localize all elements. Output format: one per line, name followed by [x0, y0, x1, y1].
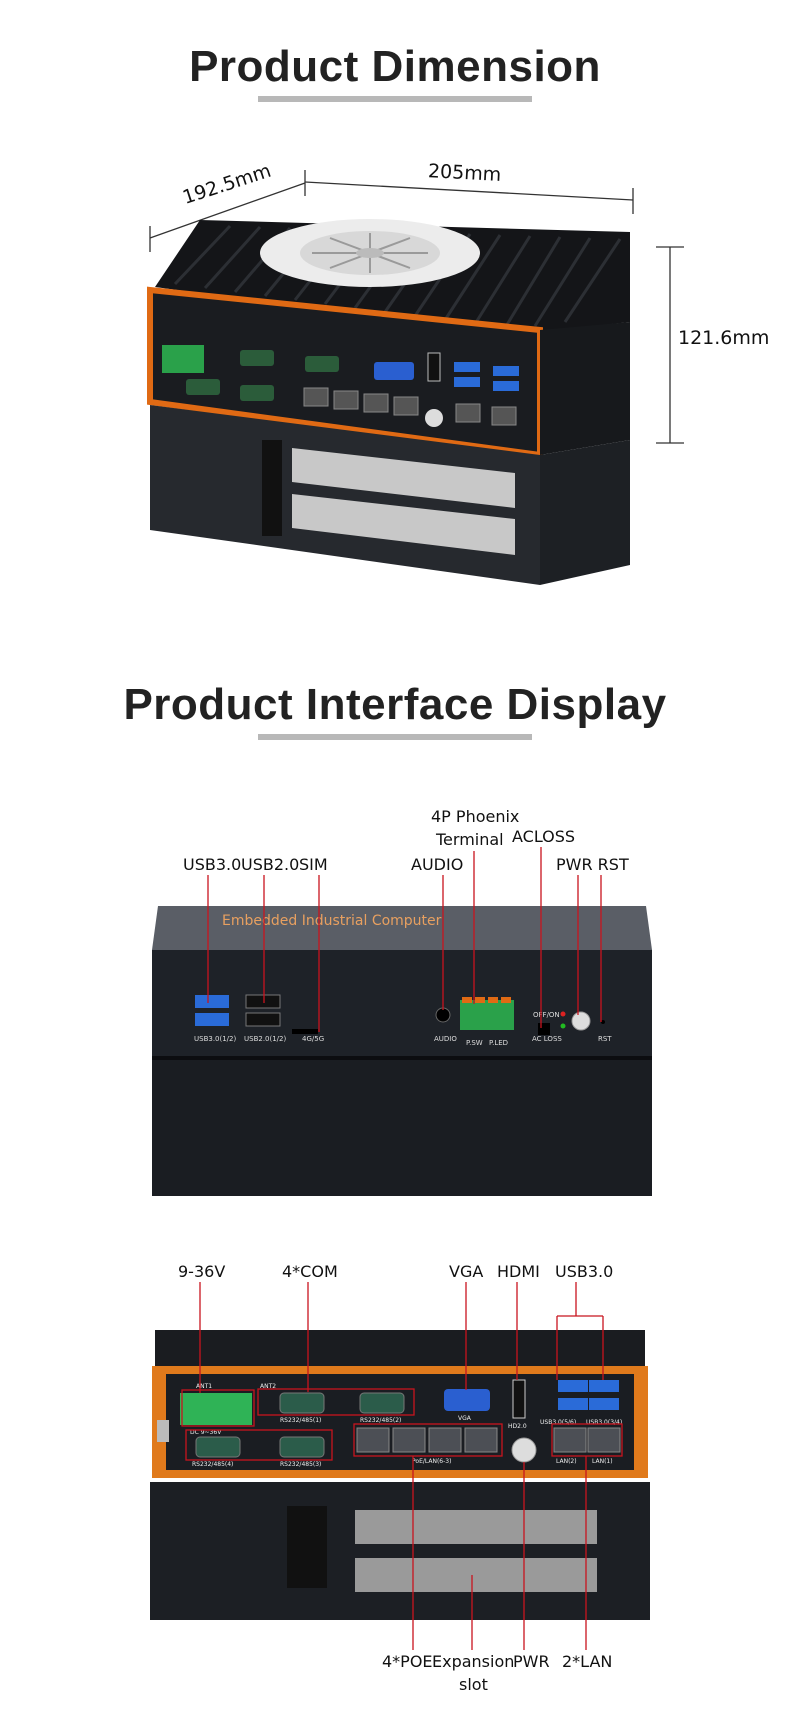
- product-interface-title: Product Interface Display: [123, 680, 667, 729]
- rear-lan2-text: LAN(2): [556, 1458, 577, 1465]
- front-usb20-port-text: USB2.0(1/2): [244, 1035, 286, 1043]
- label-pwr: PWR: [513, 1652, 550, 1671]
- rear-com4-text: RS232/485(4): [192, 1461, 233, 1468]
- title-underline: [258, 96, 532, 102]
- rear-com2-text: RS232/485(2): [360, 1417, 401, 1424]
- front-usb30-port-text: USB3.0(1/2): [194, 1035, 236, 1043]
- label-hdmi: HDMI: [497, 1262, 540, 1281]
- label-usb20: USB2.0: [241, 855, 300, 874]
- title-underline-2: [258, 734, 532, 740]
- dimension-illustration: [147, 170, 684, 585]
- label-com: 4*COM: [282, 1262, 338, 1281]
- front-offon-text: OFF/ON: [533, 1011, 560, 1019]
- rear-poe-text: PoE/LAN(6-3): [412, 1458, 451, 1465]
- front-rst-text: RST: [598, 1035, 612, 1043]
- label-phoenix: 4P Phoenix: [431, 807, 520, 826]
- label-usb30-front: USB3.0: [183, 855, 242, 874]
- front-psw-text: P.SW: [466, 1039, 483, 1047]
- label-acloss: ACLOSS: [512, 827, 576, 846]
- front-pled-text: P.LED: [489, 1039, 508, 1047]
- label-expansion: Expansion: [432, 1652, 515, 1671]
- rear-com3-text: RS232/485(3): [280, 1461, 321, 1468]
- label-sim: SIM: [299, 855, 328, 874]
- front-sim-port-text: 4G/5G: [302, 1035, 324, 1043]
- rear-ant2-text: ANT2: [260, 1383, 276, 1390]
- label-lan: 2*LAN: [562, 1652, 613, 1671]
- label-terminal: Terminal: [436, 830, 504, 849]
- rear-hdmi-text: HD2.0: [508, 1423, 527, 1430]
- label-vga: VGA: [449, 1262, 484, 1281]
- front-brand-text: Embedded Industrial Computer: [222, 913, 442, 929]
- label-audio: AUDIO: [411, 855, 464, 874]
- rear-lan1-text: LAN(1): [592, 1458, 613, 1465]
- rear-usb34-text: USB3.0(3/4): [586, 1419, 622, 1426]
- label-pwr-rst: PWR RST: [556, 855, 629, 874]
- height-dimension: 121.6mm: [678, 327, 770, 349]
- dimension-lines: [149, 170, 684, 444]
- front-audio-port-text: AUDIO: [434, 1035, 457, 1043]
- front-acloss-text: AC LOSS: [532, 1035, 562, 1043]
- label-usb30-rear: USB3.0: [555, 1262, 614, 1281]
- label-poe: 4*POE: [382, 1652, 433, 1671]
- label-slot: slot: [459, 1675, 488, 1694]
- rear-vga-text: VGA: [458, 1415, 472, 1422]
- rear-ant1-text: ANT1: [196, 1383, 212, 1390]
- product-dimension-title: Product Dimension: [189, 42, 601, 91]
- rear-usb56-text: USB3.0(5/6): [540, 1419, 576, 1426]
- rear-dc-text: DC 9~36V: [190, 1429, 222, 1436]
- rear-com1-text: RS232/485(1): [280, 1417, 321, 1424]
- label-power-in: 9-36V: [178, 1262, 226, 1281]
